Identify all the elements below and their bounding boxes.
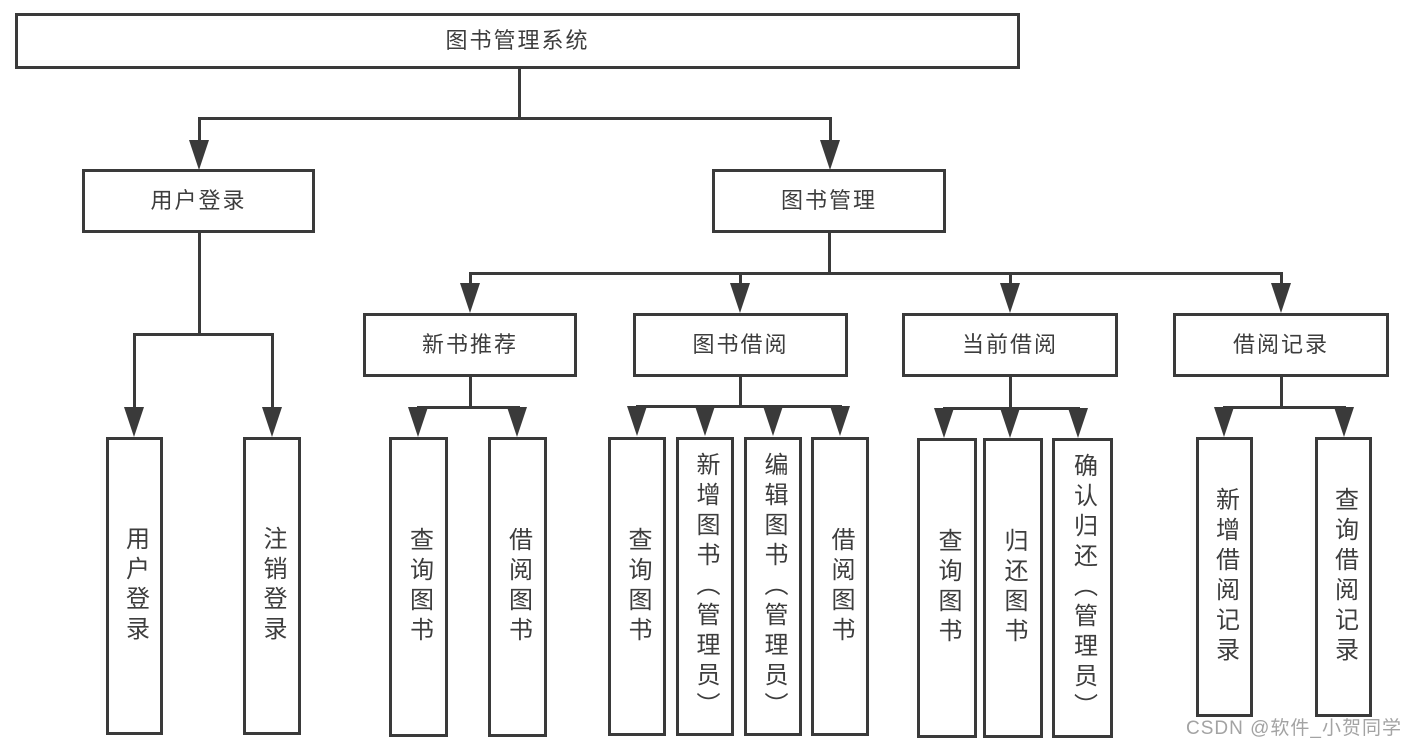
connector-line — [198, 117, 832, 120]
node-new-book-recommend: 新书推荐 — [363, 313, 577, 377]
csdn-watermark: CSDN @软件_小贺同学 — [1186, 718, 1402, 739]
arrow-down-icon — [1000, 283, 1020, 313]
arrow-down-icon — [189, 140, 209, 170]
connector-line — [1009, 272, 1012, 286]
connector-line — [518, 67, 521, 117]
leaf-logout: 注销登录 — [243, 437, 301, 735]
leaf-br-query-record: 查询借阅记录 — [1315, 437, 1372, 717]
leaf-logout-label: 注销登录 — [259, 526, 286, 646]
arrow-down-icon — [820, 140, 840, 170]
arrow-down-icon — [934, 408, 954, 438]
connector-line — [1223, 406, 1346, 409]
node-book-management-label: 图书管理 — [780, 188, 877, 213]
node-root-system-label: 图书管理系统 — [445, 28, 590, 53]
leaf-bb-borrow-books-label: 借阅图书 — [827, 526, 854, 647]
connector-line — [739, 272, 742, 286]
leaf-bb-borrow-books: 借阅图书 — [811, 437, 869, 736]
node-user-login: 用户登录 — [82, 169, 315, 233]
node-borrow-records-label: 借阅记录 — [1232, 332, 1329, 357]
arrow-down-icon — [507, 407, 527, 437]
connector-line — [1280, 272, 1283, 286]
node-book-management: 图书管理 — [712, 169, 946, 233]
node-book-borrow-label: 图书借阅 — [692, 332, 789, 357]
leaf-bb-query-books: 查询图书 — [608, 437, 666, 736]
arrow-down-icon — [262, 407, 282, 437]
connector-line — [469, 272, 1283, 275]
leaf-cb-query-books-label: 查询图书 — [934, 528, 961, 648]
leaf-bb-query-books-label: 查询图书 — [624, 526, 651, 647]
leaf-cb-return-books: 归还图书 — [983, 438, 1043, 738]
leaf-br-add-record-label: 新增借阅记录 — [1211, 487, 1239, 667]
arrow-down-icon — [830, 406, 850, 436]
connector-line — [198, 117, 201, 147]
leaf-nbr-borrow-books: 借阅图书 — [488, 437, 547, 737]
node-current-borrow: 当前借阅 — [902, 313, 1118, 377]
connector-line — [1280, 377, 1283, 409]
leaf-cb-query-books: 查询图书 — [917, 438, 977, 738]
node-book-borrow: 图书借阅 — [633, 313, 848, 377]
arrow-down-icon — [627, 406, 647, 436]
leaf-br-add-record: 新增借阅记录 — [1196, 437, 1253, 717]
arrow-down-icon — [1000, 408, 1020, 438]
arrow-down-icon — [730, 283, 750, 313]
leaf-cb-confirm-return-admin: 确认归还（管理员） — [1052, 438, 1113, 738]
arrow-down-icon — [408, 407, 428, 437]
connector-line — [198, 233, 201, 333]
connector-line — [828, 233, 831, 273]
arrow-down-icon — [460, 283, 480, 313]
leaf-nbr-borrow-books-label: 借阅图书 — [504, 527, 532, 647]
leaf-nbr-query-books-label: 查询图书 — [405, 527, 433, 647]
connector-line — [469, 272, 472, 286]
connector-line — [469, 377, 472, 409]
arrow-down-icon — [1068, 408, 1088, 438]
connector-line — [133, 333, 136, 410]
leaf-bb-add-books-admin-label: 新增图书（管理员） — [692, 451, 719, 722]
node-borrow-records: 借阅记录 — [1173, 313, 1389, 377]
arrow-down-icon — [1271, 283, 1291, 313]
connector-line — [1009, 377, 1012, 410]
arrow-down-icon — [695, 406, 715, 436]
connector-line — [636, 405, 842, 408]
leaf-nbr-query-books: 查询图书 — [389, 437, 448, 737]
leaf-bb-edit-books-admin: 编辑图书（管理员） — [744, 437, 802, 736]
leaf-bb-add-books-admin: 新增图书（管理员） — [676, 437, 734, 736]
leaf-br-query-record-label: 查询借阅记录 — [1330, 487, 1358, 667]
leaf-bb-edit-books-admin-label: 编辑图书（管理员） — [760, 451, 787, 722]
arrow-down-icon — [124, 407, 144, 437]
connector-line — [133, 333, 274, 336]
connector-line — [271, 333, 274, 410]
leaf-cb-return-books-label: 归还图书 — [1000, 528, 1027, 648]
leaf-user-login: 用户登录 — [106, 437, 163, 735]
connector-line — [829, 117, 832, 147]
arrow-down-icon — [1214, 407, 1234, 437]
leaf-cb-confirm-return-admin-label: 确认归还（管理员） — [1069, 453, 1097, 723]
node-current-borrow-label: 当前借阅 — [961, 332, 1058, 357]
node-root-system: 图书管理系统 — [15, 13, 1020, 69]
node-new-book-recommend-label: 新书推荐 — [421, 332, 518, 357]
connector-line — [739, 377, 742, 408]
leaf-user-login-label: 用户登录 — [121, 526, 149, 646]
arrow-down-icon — [1334, 407, 1354, 437]
connector-line — [417, 406, 520, 409]
node-user-login-label: 用户登录 — [150, 188, 247, 213]
arrow-down-icon — [763, 406, 783, 436]
